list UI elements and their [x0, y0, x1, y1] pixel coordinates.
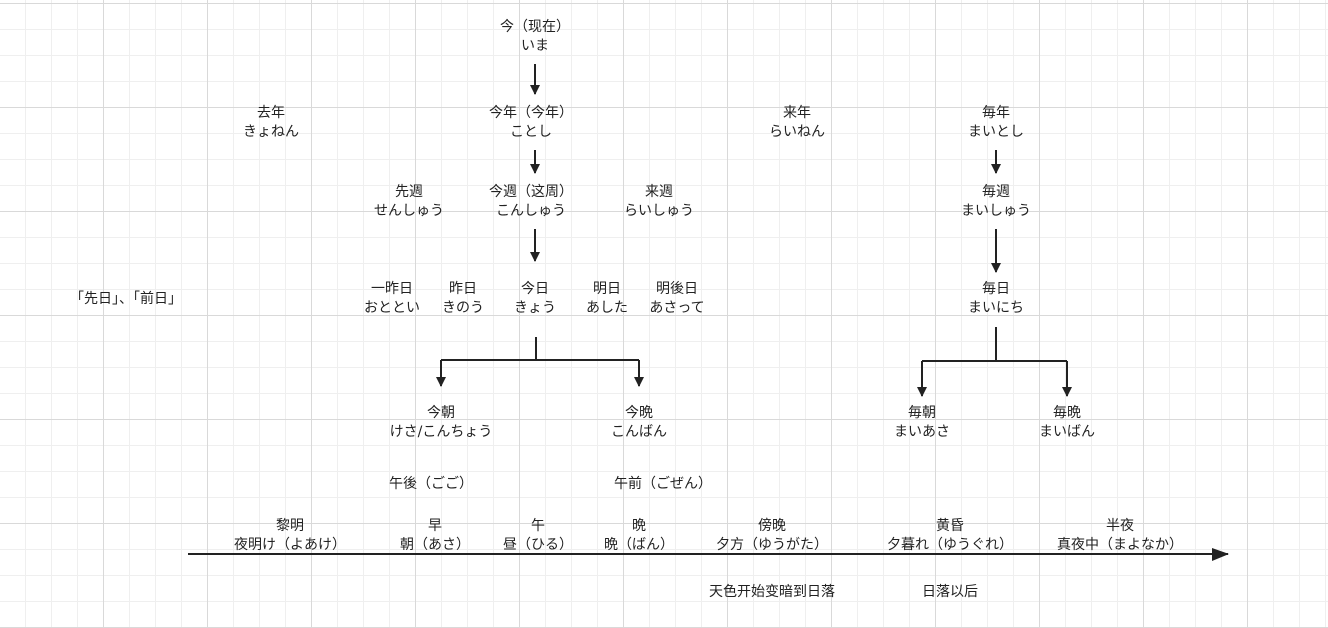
label-rainen-kana: らいねん — [769, 124, 825, 140]
label-gozen: 午前（ごぜん） — [614, 476, 712, 492]
label-konshuu-kana: こんしゅう — [496, 203, 566, 219]
label-senshuu-kana: せんしゅう — [374, 203, 444, 219]
label-kesa-kana: けさ/こんちょう — [389, 424, 493, 440]
label-kinou-kana: きのう — [442, 300, 484, 316]
label-asa-kanji: 早 — [428, 518, 442, 534]
label-kinou: 昨日 きのう — [343, 280, 583, 318]
label-konshuu: 今週（这周） こんしゅう — [411, 183, 651, 221]
label-kotoshi-kana: ことし — [510, 124, 552, 140]
label-yoake-kana: 夜明け（よあけ） — [234, 537, 346, 553]
label-yuugata-kana: 夕方（ゆうがた） — [716, 537, 828, 553]
label-maishuu: 毎週 まいしゅう — [876, 183, 1116, 221]
label-konban-kanji: 今晩 — [625, 405, 653, 421]
label-yuugata: 傍晚 夕方（ゆうがた） — [652, 517, 892, 555]
label-mainichi-kanji: 毎日 — [982, 281, 1010, 297]
label-kyou: 今日 きょう — [415, 280, 655, 318]
label-maiban-kanji: 毎晩 — [1053, 405, 1081, 421]
label-senjitsu-note: 「先日」、「前日」 — [70, 291, 182, 307]
label-maishuu-kana: まいしゅう — [961, 203, 1031, 219]
label-asa: 早 朝（あさ） — [315, 517, 555, 555]
label-senshuu-kanji: 先週 — [395, 184, 423, 200]
label-asatte-kana: あさって — [649, 300, 705, 316]
label-yuugure: 黄昏 夕暮れ（ゆうぐれ） — [830, 517, 1070, 555]
label-kinou-kanji: 昨日 — [449, 281, 477, 297]
label-hiru-kanji: 午 — [531, 518, 545, 534]
label-konshuu-kanji: 今週（这周） — [489, 184, 573, 200]
branch-kyou — [441, 337, 639, 361]
label-kyou-kana: きょう — [514, 300, 556, 316]
label-yoake: 黎明 夜明け（よあけ） — [170, 517, 410, 555]
label-kotoshi: 今年（今年） ことし — [411, 104, 651, 142]
label-ima-kanji: 今（现在） — [500, 19, 570, 35]
label-maishuu-kanji: 毎週 — [982, 184, 1010, 200]
note-yuugata: 天色开始变暗到日落 — [709, 584, 835, 600]
label-mainichi-kana: まいにち — [968, 300, 1024, 316]
label-maiasa-kana: まいあさ — [894, 424, 950, 440]
label-kyonen-kanji: 去年 — [257, 105, 285, 121]
label-ban: 晩 晩（ばん） — [519, 517, 759, 555]
label-maitoshi-kanji: 毎年 — [982, 105, 1010, 121]
label-raishuu: 来週 らいしゅう — [539, 183, 779, 221]
label-kyonen: 去年 きょねん — [151, 104, 391, 142]
label-mainichi: 毎日 まいにち — [876, 280, 1116, 318]
label-ban-kanji: 晩 — [632, 518, 646, 534]
label-ototoi: 一昨日 おととい — [272, 280, 512, 318]
label-asatte: 明後日 あさって — [557, 280, 797, 318]
label-senshuu: 先週 せんしゅう — [289, 183, 529, 221]
label-rainen: 来年 らいねん — [677, 104, 917, 142]
note-yuugure: 日落以后 — [922, 584, 978, 600]
label-yuugure-kanji: 黄昏 — [936, 518, 964, 534]
label-ototoi-kanji: 一昨日 — [371, 281, 413, 297]
label-ashita-kanji: 明日 — [593, 281, 621, 297]
label-ashita-kana: あした — [586, 300, 628, 316]
label-raishuu-kana: らいしゅう — [624, 203, 694, 219]
label-maiasa-kanji: 毎朝 — [908, 405, 936, 421]
label-gogo: 午後（ごご） — [389, 476, 473, 492]
label-hiru-kana: 昼（ひる） — [503, 537, 573, 553]
label-kesa: 今朝 けさ/こんちょう — [321, 404, 561, 442]
label-kyou-kanji: 今日 — [521, 281, 549, 297]
label-maitoshi-kana: まいとし — [968, 124, 1024, 140]
label-mayonaka-kana: 真夜中（まよなか） — [1057, 537, 1183, 553]
label-kotoshi-kanji: 今年（今年） — [489, 105, 573, 121]
label-ashita: 明日 あした — [487, 280, 727, 318]
label-maiasa: 毎朝 まいあさ — [802, 404, 1042, 442]
label-maitoshi: 毎年 まいとし — [876, 104, 1116, 142]
label-konban: 今晩 こんばん — [519, 404, 759, 442]
label-asatte-kanji: 明後日 — [656, 281, 698, 297]
branch-mainichi — [922, 327, 1067, 362]
label-raishuu-kanji: 来週 — [645, 184, 673, 200]
label-yuugata-kanji: 傍晚 — [758, 518, 786, 534]
label-kesa-kanji: 今朝 — [427, 405, 455, 421]
label-rainen-kanji: 来年 — [783, 105, 811, 121]
label-hiru: 午 昼（ひる） — [418, 517, 658, 555]
timeline-arrowhead — [1212, 548, 1229, 561]
label-ototoi-kana: おととい — [364, 300, 420, 316]
label-maiban-kana: まいばん — [1039, 424, 1095, 440]
label-mayonaka-kanji: 半夜 — [1106, 518, 1134, 534]
label-yoake-kanji: 黎明 — [276, 518, 304, 534]
label-konban-kana: こんばん — [611, 424, 667, 440]
label-mayonaka: 半夜 真夜中（まよなか） — [1000, 517, 1240, 555]
label-ima-kana: いま — [521, 38, 549, 54]
label-maiban: 毎晩 まいばん — [947, 404, 1187, 442]
label-ima: 今（现在） いま — [415, 18, 655, 56]
label-kyonen-kana: きょねん — [243, 124, 299, 140]
label-ban-kana: 晩（ばん） — [604, 537, 674, 553]
label-asa-kana: 朝（あさ） — [400, 537, 470, 553]
label-yuugure-kana: 夕暮れ（ゆうぐれ） — [887, 537, 1013, 553]
